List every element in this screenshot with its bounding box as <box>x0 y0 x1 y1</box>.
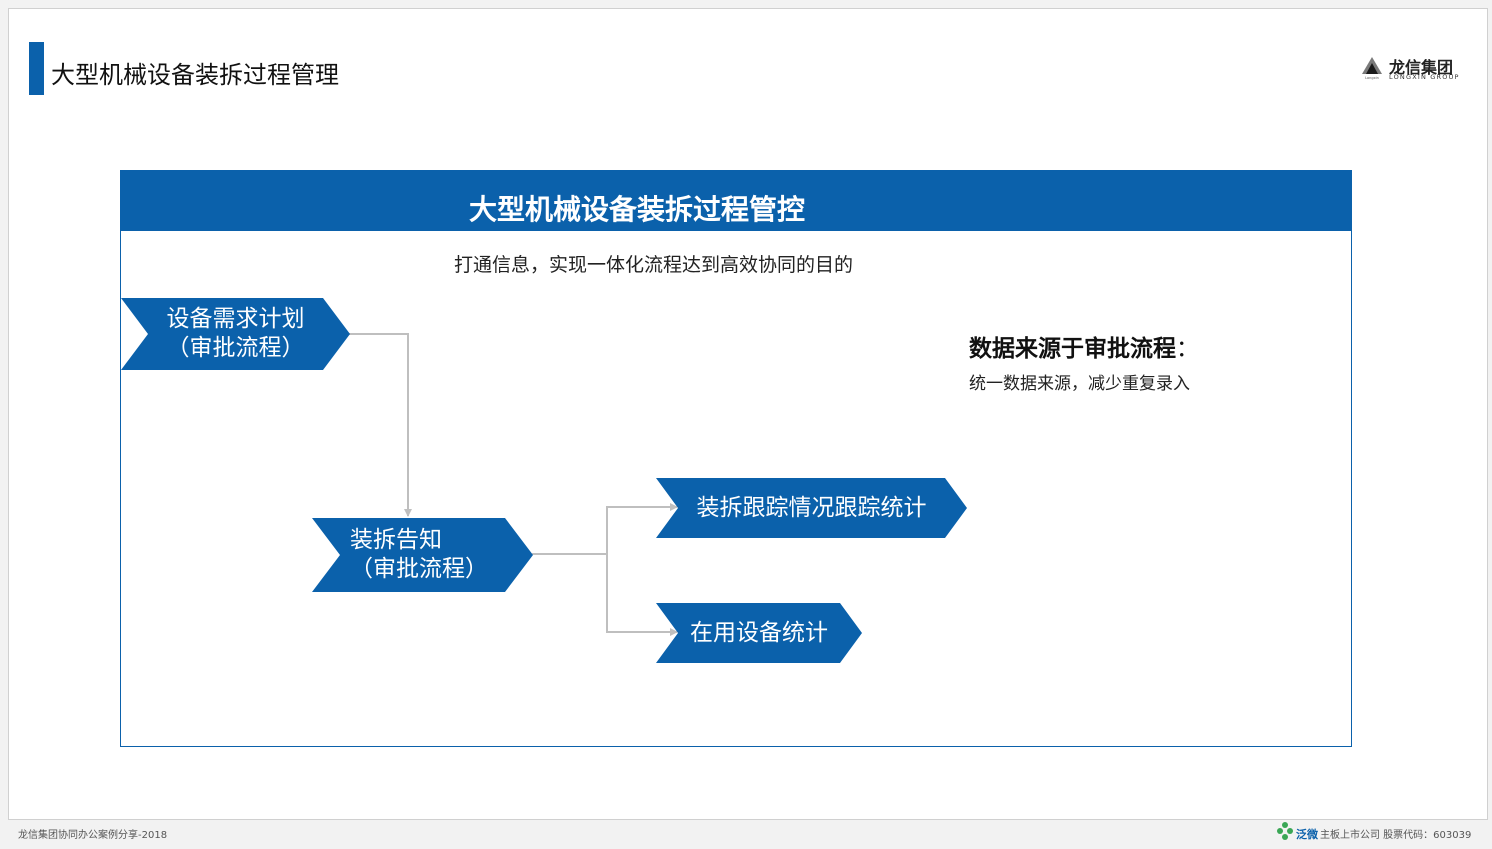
slide: 大型机械设备装拆过程管理 Longxin 龙信集团 LONGXIN GROUP … <box>8 8 1488 820</box>
company-logo: Longxin 龙信集团 LONGXIN GROUP <box>1361 54 1461 82</box>
flow-step-tracking-stats: 装拆跟踪情况跟踪统计 <box>656 478 967 538</box>
footer-brand: 泛微 <box>1296 828 1318 841</box>
step1-line1: 设备需求计划 <box>166 306 305 332</box>
flow-step-install-notice: 装拆告知 （审批流程） <box>312 518 533 592</box>
title-accent-bar <box>29 42 44 95</box>
slide-title: 大型机械设备装拆过程管理 <box>51 61 339 89</box>
logo-mark-text: Longxin <box>1365 76 1379 80</box>
step2-line2: （审批流程） <box>350 556 488 582</box>
panel-title: 大型机械设备装拆过程管控 <box>469 193 806 226</box>
logo-name-en: LONGXIN GROUP <box>1389 73 1460 81</box>
connector-step2-to-step4 <box>606 554 678 636</box>
data-source-note-body: 统一数据来源，减少重复录入 <box>969 374 1190 394</box>
step2-line1: 装拆告知 <box>350 527 442 553</box>
connector-step2-to-step3 <box>532 503 678 555</box>
flow-step-equipment-in-use-stats: 在用设备统计 <box>656 603 862 663</box>
data-source-note-title: 数据来源于审批流程： <box>969 329 1199 363</box>
panel-subtitle: 打通信息，实现一体化流程达到高效协同的目的 <box>454 254 854 276</box>
step4-line1: 在用设备统计 <box>690 619 828 646</box>
flow-connectors <box>349 333 678 636</box>
flow-step-equipment-plan: 设备需求计划 （审批流程） <box>121 298 350 370</box>
logo-name-cn: 龙信集团 <box>1389 58 1454 77</box>
process-panel: 大型机械设备装拆过程管控 打通信息，实现一体化流程达到高效协同的目的 设备需求计… <box>120 170 1352 747</box>
step1-line2: （审批流程） <box>166 335 305 361</box>
note-title-colon: ： <box>1176 336 1199 362</box>
note-title-text: 数据来源于审批流程 <box>969 336 1176 362</box>
connector-step1-to-step2 <box>349 333 412 517</box>
weaver-logo-icon <box>1277 822 1293 840</box>
step3-line1: 装拆跟踪情况跟踪统计 <box>696 494 927 521</box>
footer-left-text: 龙信集团协同办公案例分享-2018 <box>18 830 168 841</box>
logo-mountain-icon: Longxin <box>1362 57 1382 80</box>
panel-header: 大型机械设备装拆过程管控 <box>121 171 1351 231</box>
footer-right-text: 主板上市公司 股票代码：603039 <box>1320 830 1472 841</box>
